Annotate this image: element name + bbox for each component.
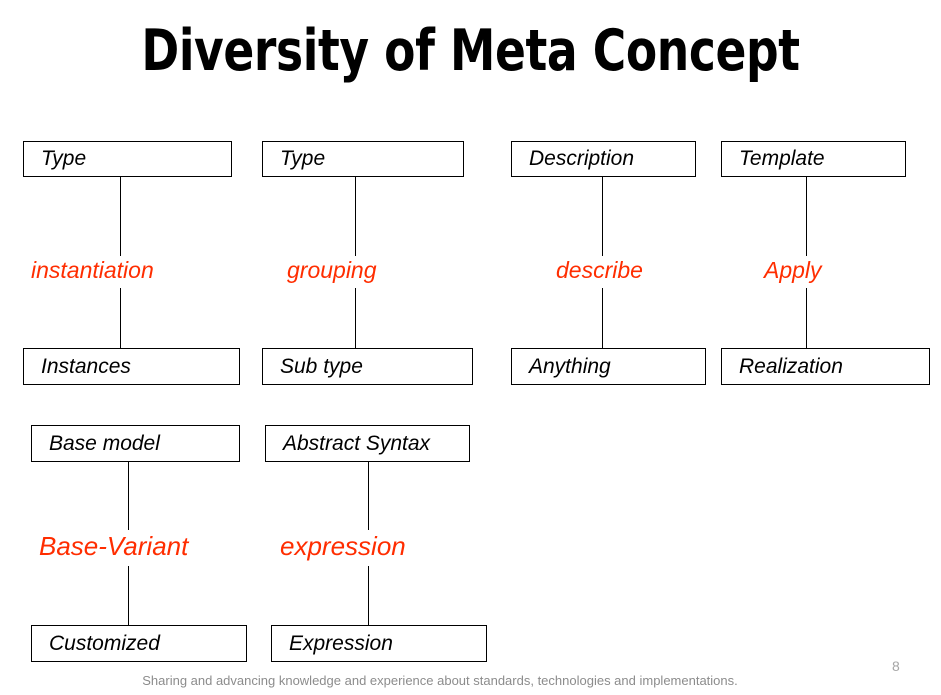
node-box-customized[interactable]: Customized	[31, 625, 247, 662]
relation-label-base-variant: Base-Variant	[36, 532, 192, 560]
node-box-sub-type[interactable]: Sub type	[262, 348, 473, 385]
relation-label-expression: expression	[277, 532, 409, 560]
node-box-anything[interactable]: Anything	[511, 348, 706, 385]
node-box-base-model[interactable]: Base model	[31, 425, 240, 462]
node-label-base-model: Base model	[49, 431, 160, 455]
node-label-template: Template	[739, 147, 825, 170]
node-label-realization: Realization	[739, 354, 843, 378]
connector-apply-lower	[806, 288, 807, 348]
node-label-description: Description	[529, 147, 635, 170]
node-box-template[interactable]: Template	[721, 141, 906, 177]
connector-describe-lower	[602, 288, 603, 348]
node-box-realization[interactable]: Realization	[721, 348, 930, 385]
node-box-expression[interactable]: Expression	[271, 625, 487, 662]
connector-apply-upper	[806, 177, 807, 261]
node-label-sub-type: Sub type	[280, 354, 363, 378]
node-label-anything: Anything	[529, 354, 611, 378]
relation-label-apply: Apply	[761, 256, 825, 284]
page-number: 8	[892, 658, 900, 674]
connector-instantiation-upper	[120, 177, 121, 261]
connector-expression-upper	[368, 462, 369, 530]
page-title: Diversity of Meta Concept	[141, 18, 800, 84]
node-box-description[interactable]: Description	[511, 141, 696, 177]
connector-grouping-upper	[355, 177, 356, 261]
node-label-abstract-syntax: Abstract Syntax	[283, 431, 431, 455]
node-label-instances: Instances	[41, 354, 131, 378]
node-label-customized: Customized	[49, 631, 160, 655]
connector-instantiation-lower	[120, 288, 121, 348]
node-label-expression: Expression	[289, 631, 393, 655]
footer-text: Sharing and advancing knowledge and expe…	[142, 673, 738, 688]
connector-grouping-lower	[355, 288, 356, 348]
node-box-type-2[interactable]: Type	[262, 141, 464, 177]
relation-label-describe: describe	[553, 256, 646, 284]
connector-expression-lower	[368, 566, 369, 625]
node-label-type-1: Type	[41, 147, 87, 170]
node-box-abstract-syntax[interactable]: Abstract Syntax	[265, 425, 470, 462]
connector-base-variant-lower	[128, 566, 129, 625]
node-box-instances[interactable]: Instances	[23, 348, 240, 385]
relation-label-grouping: grouping	[284, 256, 380, 284]
relation-label-instantiation: instantiation	[28, 256, 157, 284]
connector-describe-upper	[602, 177, 603, 261]
node-label-type-2: Type	[280, 147, 326, 170]
node-box-type-1[interactable]: Type	[23, 141, 232, 177]
connector-base-variant-upper	[128, 462, 129, 530]
